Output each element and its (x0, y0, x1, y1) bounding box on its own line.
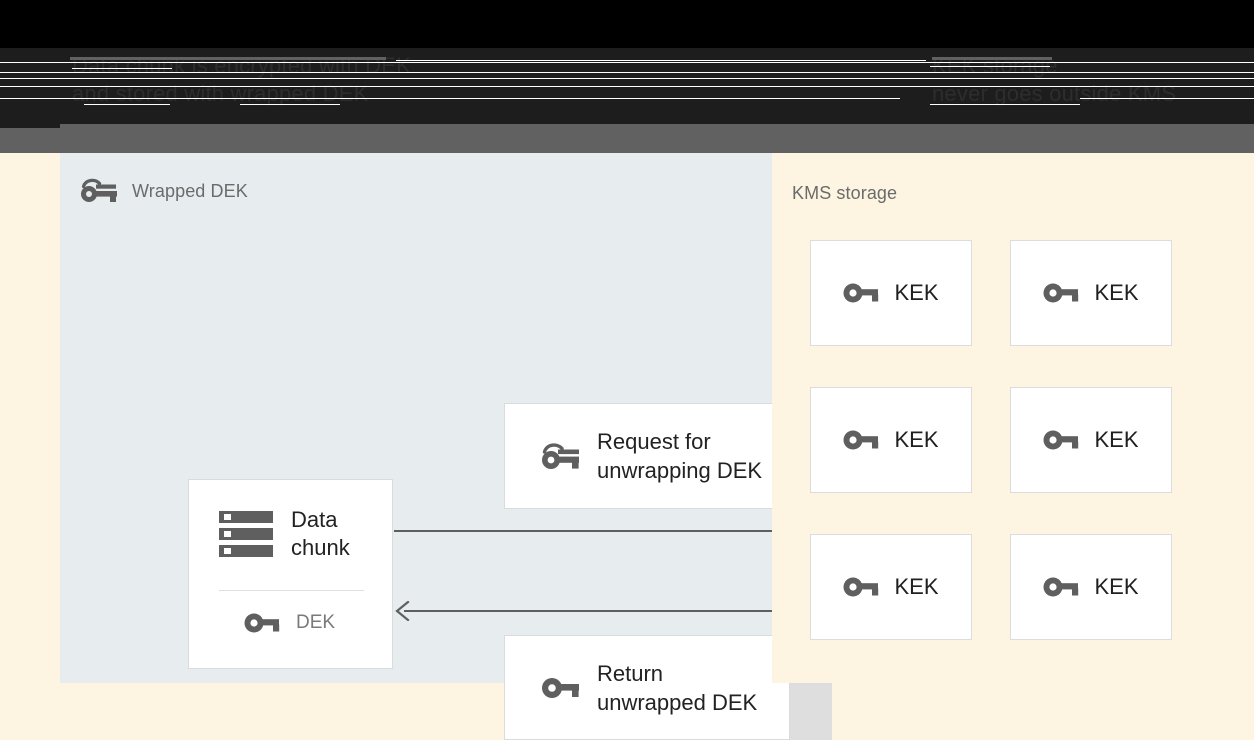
wrapped-dek-panel: Wrapped DEK (60, 153, 833, 740)
data-chunk-card[interactable]: Data chunk DEK (188, 479, 393, 669)
data-chunk-title: Data chunk (291, 507, 350, 560)
header-band-inner (0, 48, 1254, 128)
data-chunk-divider (219, 590, 364, 591)
header-caption-right: KEK storage never goes outside KMS (932, 53, 1177, 106)
scanline-artifact (0, 78, 1254, 79)
scanline-artifact (396, 60, 926, 61)
obscured-header-band: Data chunk is encrypted with DEK and sto… (0, 0, 1254, 128)
scanline-artifact (0, 62, 1254, 63)
kek-grid: KEK KEK (810, 240, 1172, 640)
kek-label: KEK (894, 280, 939, 305)
kek-label: KEK (1094, 574, 1139, 599)
kek-card[interactable]: KEK (1010, 534, 1172, 640)
key-icon (843, 576, 879, 598)
key-icon (1043, 576, 1079, 598)
kek-card[interactable]: KEK (1010, 387, 1172, 493)
kek-label: KEK (894, 427, 939, 452)
kms-storage-panel: KMS storage KEK (772, 153, 1254, 683)
request-unwrap-label: Request for unwrapping DEK (597, 429, 763, 483)
scanline-artifact (84, 104, 170, 105)
header-rule (70, 57, 386, 60)
header-rule (932, 57, 1052, 60)
return-arrow-line (404, 610, 832, 612)
storage-stack-icon (219, 510, 273, 558)
kek-label: KEK (894, 574, 939, 599)
key-icon (843, 282, 879, 304)
key-icon (541, 676, 579, 700)
scanline-artifact (930, 104, 1080, 105)
scanline-artifact (0, 72, 1254, 73)
header-bottom-bar (60, 124, 1254, 153)
key-icon (1043, 429, 1079, 451)
scanline-artifact (240, 104, 340, 105)
kek-card[interactable]: KEK (1010, 240, 1172, 346)
kek-label: KEK (1094, 280, 1139, 305)
header-bottom-bar (0, 128, 60, 153)
kek-label: KEK (1094, 427, 1139, 452)
return-unwrapped-label: Return unwrapped DEK (597, 660, 758, 715)
header-caption-left: Data chunk is encrypted with DEK and sto… (72, 53, 411, 106)
key-icon (244, 612, 280, 634)
wrapped-key-icon (541, 441, 579, 471)
key-icon (1043, 282, 1079, 304)
data-chunk-header: Data chunk (219, 506, 350, 562)
dek-label: DEK (296, 612, 336, 633)
scanline-artifact (930, 66, 1050, 67)
key-icon (843, 429, 879, 451)
kek-card[interactable]: KEK (810, 387, 972, 493)
request-unwrap-card[interactable]: Request for unwrapping DEK (504, 403, 790, 509)
scanline-artifact (0, 98, 900, 99)
kek-card[interactable]: KEK (810, 534, 972, 640)
return-arrowhead-icon (394, 601, 410, 621)
dek-row: DEK (244, 612, 335, 634)
scanline-artifact (72, 68, 172, 69)
scanline-artifact (0, 86, 1254, 87)
kek-card[interactable]: KEK (810, 240, 972, 346)
return-unwrapped-card[interactable]: Return unwrapped DEK (504, 635, 790, 740)
panel-title-kms-storage: KMS storage (792, 183, 898, 203)
scanline-artifact (1080, 98, 1254, 99)
request-arrow-line (394, 530, 820, 532)
panel-title-wrapped-dek: Wrapped DEK (132, 181, 248, 201)
wrapped-key-icon (79, 178, 117, 204)
